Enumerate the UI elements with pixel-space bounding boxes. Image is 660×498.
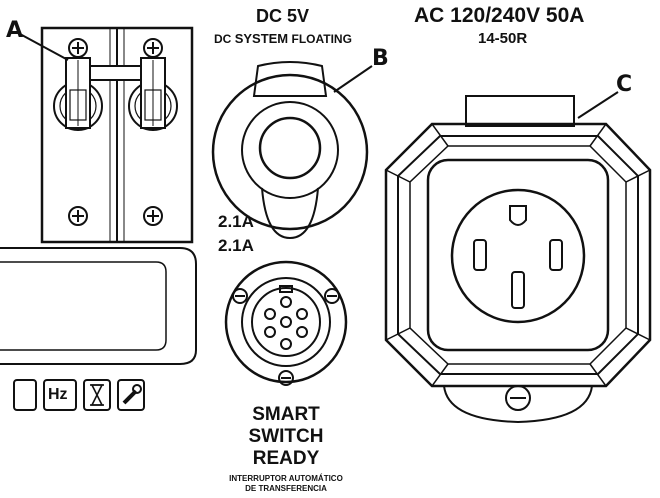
callout-b-label: B: [372, 46, 389, 71]
callout-b-leader: [333, 65, 373, 93]
smart-switch-line-3: READY: [252, 448, 320, 469]
hz-icon-label: Hz: [48, 386, 68, 403]
callout-c-label: C: [616, 72, 633, 97]
callout-a-label: A: [6, 18, 24, 43]
usb-rating-2: 2.1A: [218, 236, 254, 255]
smart-switch-line-2: SWITCH: [248, 426, 324, 447]
callout-c-leader: [577, 91, 619, 119]
ac-outlet-housing: [384, 95, 652, 388]
dc-outlet-title: DC 5V: [256, 6, 310, 26]
wrench-icon: [122, 384, 142, 405]
smart-switch-label-block: SMART SWITCH READY INTERRUPTOR AUTOMÁTIC…: [196, 404, 376, 494]
dc-subtitle-suffix: FLOATING: [291, 32, 352, 46]
circuit-breaker-pair: [40, 26, 194, 244]
smart-switch-es-line-1: INTERRUPTOR AUTOMÁTICO: [229, 474, 343, 483]
breaker-screws: [68, 38, 163, 226]
dc-cigarette-socket: [211, 61, 369, 240]
dc-outlet-subtitle: DC SYSTEM FLOATING: [214, 31, 352, 46]
callout-a-leader: [19, 33, 69, 61]
dc-subtitle-system: SYSTEM: [234, 31, 289, 46]
ac-outlet-receptacle: 14-50R: [478, 30, 528, 47]
smart-switch-es-line-2: DE TRANSFERENCIA: [245, 484, 327, 493]
smart-switch-connector[interactable]: [224, 260, 348, 386]
usb-rating-1: 2.1A: [218, 212, 254, 231]
smart-switch-line-1: SMART: [252, 404, 320, 425]
ac-outlet-title: AC 120/240V 50A: [414, 4, 585, 27]
ac-outlet-cover-tab[interactable]: [443, 385, 593, 424]
ac-receptacle-14-50r[interactable]: [450, 188, 586, 324]
dc-subtitle-prefix: DC: [214, 32, 232, 46]
display-window: [0, 247, 197, 365]
hourglass-icon: [90, 384, 104, 406]
display-icon-row: [13, 379, 145, 411]
